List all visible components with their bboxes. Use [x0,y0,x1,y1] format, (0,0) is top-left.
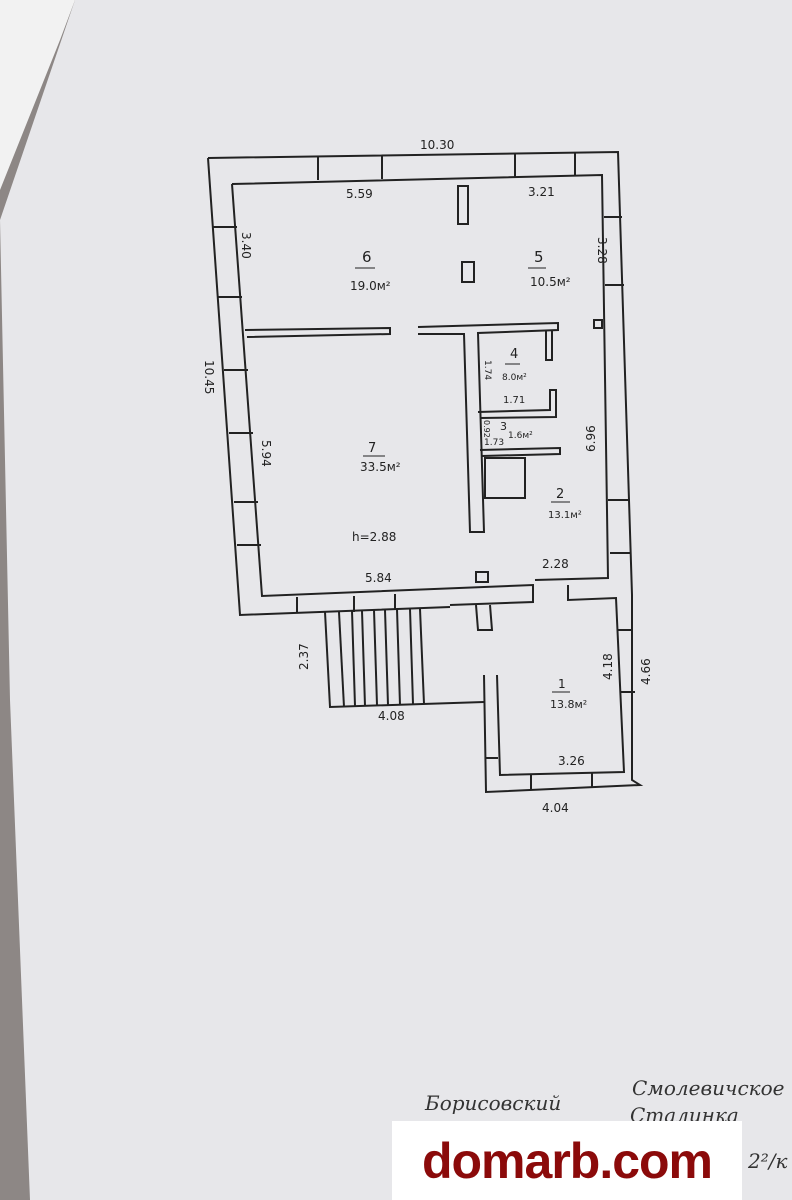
watermark-text: domarb.com [421,1132,713,1189]
dim-room4-width: 1.71 [503,395,525,406]
room-1: 1 13.8м² [550,677,587,711]
room-2: 2 13.1м² [548,487,582,521]
staircase [324,608,485,709]
room-area: 19.0м² [350,279,391,293]
dim-corridor-width: 2.28 [542,557,569,571]
room-number: 1 [558,677,566,691]
dim-room5-depth: 3.28 [595,237,609,264]
watermark-logo: domarb.com [392,1121,742,1200]
underlying-page [0,0,75,190]
room-area: 8.0м² [502,373,527,383]
room-area: 33.5м² [360,460,401,474]
dim-right-inner: 6.96 [584,425,598,452]
dim-room7-depth: 5.94 [259,440,273,467]
dim-room7-width: 5.84 [365,571,392,585]
dim-room6-depth: 3.40 [239,232,253,259]
room-area: 13.1м² [548,510,582,521]
walls [207,150,644,794]
room-labels: 6 19.0м² 5 10.5м² 4 8.0м² 3 1.6м² 7 33.5… [350,248,587,711]
dim-annex-outer-depth: 4.66 [639,658,653,685]
room-area: 13.8м² [550,698,587,711]
room-number: 4 [510,347,518,362]
dim-left-outer: 10.45 [202,360,216,394]
room-number: 5 [534,248,544,266]
room-area: 10.5м² [530,275,571,289]
dim-annex-outer-width: 4.04 [542,801,569,815]
dim-room4-depth: 1.74 [482,360,492,380]
room-7: 7 33.5м² [360,441,401,474]
dim-room3-width: 1.73 [484,438,504,448]
dim-stairs-width: 4.08 [378,709,405,723]
note-district: Борисовский [424,1091,561,1115]
dim-stairs-depth: 2.37 [297,643,311,670]
ceiling-height: h=2.88 [352,530,396,544]
dimension-labels: 10.30 5.59 3.21 3.28 3.40 10.45 5.94 6.9… [202,138,653,815]
note-fraction: 2²/к [747,1149,787,1173]
note-council: Смолевичское [632,1076,784,1100]
room-4: 4 8.0м² [502,347,527,383]
room-number: 7 [368,441,376,456]
room-number: 2 [556,487,564,502]
dim-room1-width: 3.26 [558,754,585,768]
dim-room1-depth: 4.18 [601,653,615,680]
room-area: 1.6м² [508,431,533,441]
dim-room5-width: 3.21 [528,185,555,199]
room-5: 5 10.5м² [528,248,571,289]
room-number: 3 [500,420,507,433]
room-3: 3 1.6м² [500,420,533,441]
dim-top-outer: 10.30 [420,138,454,152]
room-number: 6 [362,248,372,266]
room-6: 6 19.0м² [350,248,391,293]
dim-room3-depth: 0.92 [482,420,491,438]
dim-room6-width: 5.59 [346,187,373,201]
